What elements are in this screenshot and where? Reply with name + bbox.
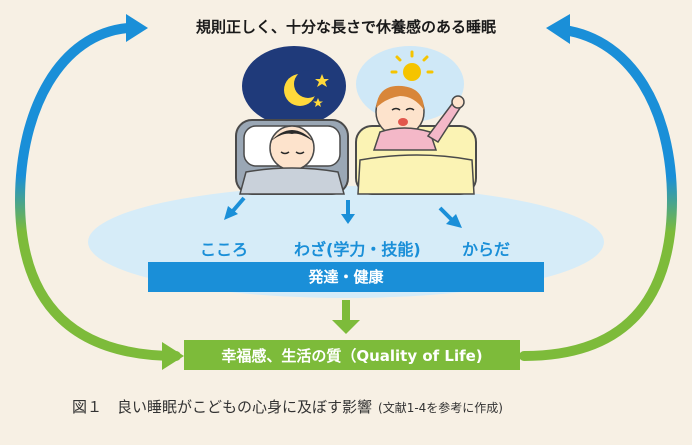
qol-label: 幸福感、生活の質（Quality of Life) (221, 347, 483, 365)
effect-label-mind: こころ (200, 240, 249, 259)
cycle-arc-left (14, 23, 181, 361)
development-band-label: 発達・健康 (308, 268, 384, 286)
sun-icon (390, 50, 434, 81)
cycle-arrowhead-right (546, 14, 570, 44)
waking-girl (355, 85, 477, 195)
down-arrow-head (332, 320, 360, 334)
star-icon (315, 74, 329, 87)
cycle-arrowhead-left (126, 14, 148, 42)
night-bubble (242, 46, 346, 126)
star-icon-small (313, 98, 323, 107)
sleeping-boy (235, 119, 349, 195)
cycle-arc-right (519, 25, 678, 361)
effect-arrows (224, 196, 462, 228)
moon-icon (284, 70, 322, 106)
effect-label-skills: わざ(学力・技能) (294, 240, 421, 259)
down-arrow-shaft (342, 300, 350, 322)
cycle-arrowhead-left-bottom (162, 342, 184, 370)
figure-caption: 図１ 良い睡眠がこどもの心身に及ぼす影響 (文献1-4を参考に作成) (72, 396, 503, 417)
effect-label-body: からだ (462, 240, 511, 259)
diagram-title: 規則正しく、十分な長さで休養感のある睡眠 (195, 18, 496, 36)
qol-box (184, 340, 520, 370)
figure-caption-note: (文献1-4を参考に作成) (378, 401, 503, 415)
figure-caption-main: 図１ 良い睡眠がこどもの心身に及ぼす影響 (72, 398, 373, 416)
development-band (148, 262, 544, 292)
